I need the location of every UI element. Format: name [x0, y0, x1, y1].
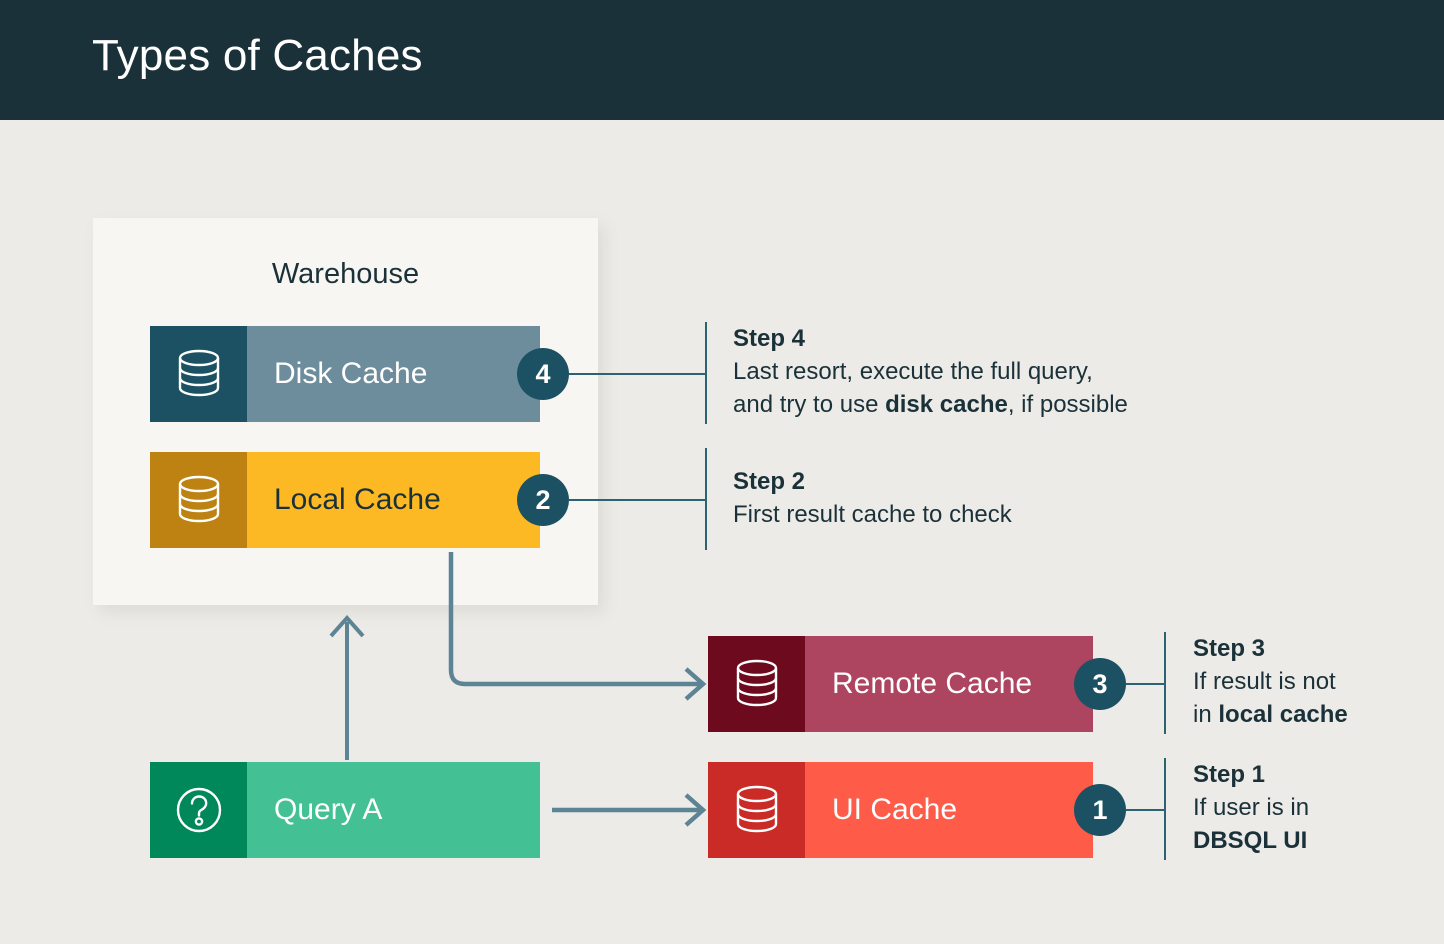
step-body-4-emphasis: disk cache	[885, 390, 1008, 418]
cache-bar-ui[interactable]: UI Cache	[708, 762, 1093, 858]
connector-bracket-step-2	[705, 448, 707, 550]
step-heading-3: Step 3	[1193, 635, 1266, 662]
cache-label-disk: Disk Cache	[274, 357, 428, 390]
step-body-1-emphasis: DBSQL UI	[1193, 826, 1308, 854]
database-icon	[708, 762, 805, 858]
step-body-2-line1: First result cache to check	[733, 501, 1012, 528]
cache-bar-disk[interactable]: Disk Cache	[150, 326, 540, 422]
step-heading-4: Step 4	[733, 325, 806, 352]
connector-bracket-step-3	[1164, 632, 1166, 734]
arrow-query-to-warehouse	[329, 614, 365, 760]
step-text-block-4: Step 4 Last resort, execute the full que…	[733, 325, 1128, 421]
step-body-1: If user is in DBSQL UI	[1193, 792, 1309, 857]
step-body-4-line2-after: , if possible	[1007, 390, 1128, 418]
step-body-2: First result cache to check	[733, 499, 1012, 532]
step-number-badge-1[interactable]: 1	[1074, 784, 1126, 836]
header-bar: Types of Caches	[0, 0, 1444, 120]
step-body-4-line2-before: and try to use	[733, 390, 886, 418]
connector-stub-step-3	[1126, 683, 1166, 685]
cache-bar-local-body: Local Cache	[247, 452, 540, 548]
database-icon	[150, 452, 247, 548]
step-body-4: Last resort, execute the full query, and…	[733, 356, 1128, 421]
step-heading-1: Step 1	[1193, 761, 1266, 788]
step-body-4-line1: Last resort, execute the full query,	[733, 358, 1093, 385]
step-body-3-line1: If result is not	[1193, 668, 1336, 695]
step-body-3-line2-before: in	[1193, 700, 1219, 728]
cache-label-remote: Remote Cache	[832, 667, 1033, 700]
query-label: Query A	[274, 793, 383, 826]
query-bar[interactable]: Query A	[150, 762, 540, 858]
step-number-badge-4[interactable]: 4	[517, 348, 569, 400]
step-number-badge-3[interactable]: 3	[1074, 658, 1126, 710]
connector-bracket-step-4	[705, 322, 707, 424]
query-bar-body: Query A	[247, 762, 540, 858]
step-text-block-3: Step 3 If result is not in local cache	[1193, 635, 1348, 731]
step-text-block-2: Step 2 First result cache to check	[733, 468, 1012, 532]
cache-bar-disk-body: Disk Cache	[247, 326, 540, 422]
database-icon	[708, 636, 805, 732]
step-text-block-1: Step 1 If user is in DBSQL UI	[1193, 761, 1309, 857]
step-body-1-line1: If user is in	[1193, 794, 1310, 821]
page-title: Types of Caches	[92, 31, 423, 80]
connector-stub-step-2	[569, 499, 706, 501]
connector-bracket-step-1	[1164, 758, 1166, 860]
warehouse-label: Warehouse	[271, 258, 420, 290]
cache-bar-local[interactable]: Local Cache	[150, 452, 540, 548]
cache-bar-ui-body: UI Cache	[805, 762, 1093, 858]
database-icon	[150, 326, 247, 422]
cache-bar-remote[interactable]: Remote Cache	[708, 636, 1093, 732]
arrow-query-to-ui	[552, 793, 707, 827]
cache-label-ui: UI Cache	[832, 793, 958, 826]
cache-bar-remote-body: Remote Cache	[805, 636, 1093, 732]
cache-label-local: Local Cache	[274, 483, 441, 516]
step-number-badge-2[interactable]: 2	[517, 474, 569, 526]
step-heading-2: Step 2	[733, 468, 806, 495]
question-mark-circle-icon	[150, 762, 247, 858]
connector-stub-step-1	[1126, 809, 1166, 811]
step-body-3: If result is not in local cache	[1193, 666, 1348, 731]
step-body-3-emphasis: local cache	[1218, 700, 1348, 728]
connector-stub-step-4	[569, 373, 706, 375]
